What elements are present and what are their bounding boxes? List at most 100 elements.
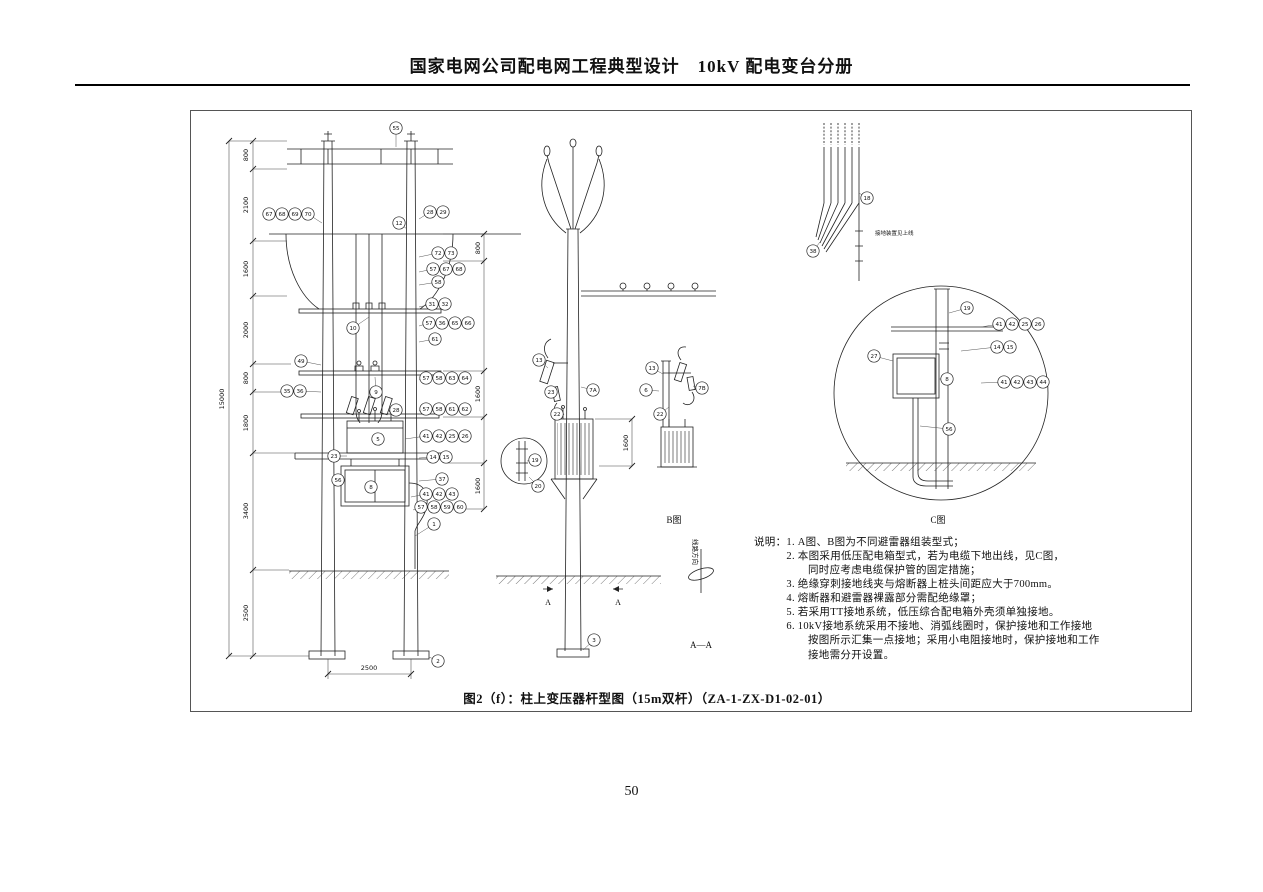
- callout-19: 19: [526, 453, 542, 467]
- svg-text:15: 15: [1006, 345, 1014, 351]
- svg-text:1: 1: [432, 522, 436, 528]
- svg-text:37: 37: [438, 477, 446, 483]
- dimension-lines: [225, 137, 636, 679]
- callout-26: 26: [1031, 317, 1045, 331]
- callout-7B: 7B: [692, 381, 709, 395]
- svg-text:61: 61: [448, 407, 456, 413]
- callout-6: 6: [639, 383, 660, 397]
- view-label: A: [615, 598, 621, 607]
- svg-text:43: 43: [1026, 380, 1034, 386]
- callout-28: 28: [418, 205, 437, 220]
- svg-text:19: 19: [963, 306, 971, 312]
- cable-outlet-detail-c: [833, 285, 1049, 501]
- svg-text:25: 25: [448, 434, 456, 440]
- view-label: B图: [666, 515, 681, 525]
- callout-65: 65: [448, 316, 462, 330]
- svg-text:7A: 7A: [589, 388, 597, 394]
- view-label: 接地装置见上线: [875, 229, 914, 237]
- callout-5: 5: [371, 432, 385, 446]
- dimension-label: 2500: [242, 605, 250, 622]
- svg-text:18: 18: [863, 196, 871, 202]
- callout-42: 42: [1010, 375, 1024, 389]
- dimension-label: 2100: [242, 197, 250, 214]
- svg-text:23: 23: [330, 454, 338, 460]
- callout-58: 58: [432, 402, 446, 416]
- svg-text:64: 64: [461, 376, 469, 382]
- svg-text:42: 42: [1013, 380, 1020, 386]
- svg-text:27: 27: [870, 354, 878, 360]
- callout-38: 38: [806, 241, 821, 258]
- svg-text:26: 26: [461, 434, 469, 440]
- callout-28: 28: [389, 403, 403, 417]
- callout-61: 61: [418, 332, 442, 346]
- svg-text:42: 42: [435, 492, 442, 498]
- dimension-label: 800: [242, 372, 250, 384]
- view-label: 线路方向: [691, 539, 700, 565]
- callout-56: 56: [331, 473, 345, 487]
- svg-text:66: 66: [464, 321, 472, 327]
- svg-text:59: 59: [443, 505, 451, 511]
- callout-20: 20: [528, 476, 545, 493]
- callout-12: 12: [392, 216, 408, 230]
- svg-text:65: 65: [451, 321, 459, 327]
- svg-text:68: 68: [278, 212, 286, 218]
- svg-text:9: 9: [374, 390, 378, 396]
- callout-68: 68: [452, 262, 466, 276]
- note-line: 5. 若采用TT接地系统，低压综合配电箱外壳须单独接地。: [754, 607, 1060, 619]
- svg-text:5: 5: [376, 437, 380, 443]
- svg-text:58: 58: [434, 280, 442, 286]
- dimension-label: 1600: [622, 435, 630, 452]
- callout-14: 14: [418, 450, 440, 464]
- callout-62: 62: [458, 402, 472, 416]
- svg-text:70: 70: [304, 212, 312, 218]
- svg-text:63: 63: [448, 376, 456, 382]
- callout-1: 1: [414, 517, 441, 537]
- svg-text:2: 2: [436, 659, 440, 665]
- svg-text:28: 28: [392, 408, 400, 414]
- callout-18: 18: [858, 191, 874, 205]
- callout-41: 41: [404, 429, 433, 443]
- svg-text:57: 57: [422, 407, 430, 413]
- callout-42: 42: [432, 487, 446, 501]
- svg-text:44: 44: [1039, 380, 1047, 386]
- callout-66: 66: [461, 316, 475, 330]
- callout-61: 61: [445, 402, 459, 416]
- callout-37: 37: [418, 472, 449, 486]
- callout-58: 58: [427, 500, 441, 514]
- svg-text:57: 57: [425, 321, 433, 327]
- callout-9: 9: [369, 376, 383, 399]
- svg-text:3: 3: [592, 638, 596, 644]
- svg-text:73: 73: [447, 251, 455, 257]
- dimension-label: 2500: [361, 664, 378, 672]
- engineering-drawing: 1500080021001600200080018003400250080016…: [218, 121, 1050, 679]
- callout-14: 14: [960, 340, 1004, 354]
- callout-41: 41: [980, 317, 1006, 331]
- dimension-label: 800: [474, 242, 482, 254]
- dimension-label: 1600: [242, 261, 250, 278]
- svg-text:35: 35: [283, 389, 291, 395]
- svg-text:13: 13: [648, 366, 656, 372]
- svg-text:56: 56: [945, 427, 953, 433]
- svg-text:72: 72: [434, 251, 441, 257]
- callout-36: 36: [293, 384, 322, 398]
- svg-text:8: 8: [369, 485, 373, 491]
- svg-text:14: 14: [993, 345, 1001, 351]
- callout-41: 41: [410, 487, 433, 501]
- svg-text:14: 14: [429, 455, 437, 461]
- svg-text:68: 68: [455, 267, 463, 273]
- callout-57: 57: [418, 402, 433, 416]
- svg-text:41: 41: [422, 434, 430, 440]
- document-title: 国家电网公司配电网工程典型设计 10kV 配电变台分册: [409, 57, 854, 76]
- svg-text:15: 15: [442, 455, 450, 461]
- callout-22: 22: [550, 406, 564, 421]
- callout-55: 55: [389, 121, 403, 147]
- dimension-label: 1600: [474, 478, 482, 495]
- note-line: 说明：1. A图、B图为不同避雷器组装型式；: [754, 537, 965, 548]
- callout-58: 58: [432, 371, 446, 385]
- callout-67: 67: [262, 207, 276, 221]
- svg-text:19: 19: [531, 458, 539, 464]
- page-number: 50: [624, 784, 639, 799]
- dimension-labels: 1500080021001600200080018003400250080016…: [218, 149, 630, 672]
- callout-57: 57: [418, 316, 436, 330]
